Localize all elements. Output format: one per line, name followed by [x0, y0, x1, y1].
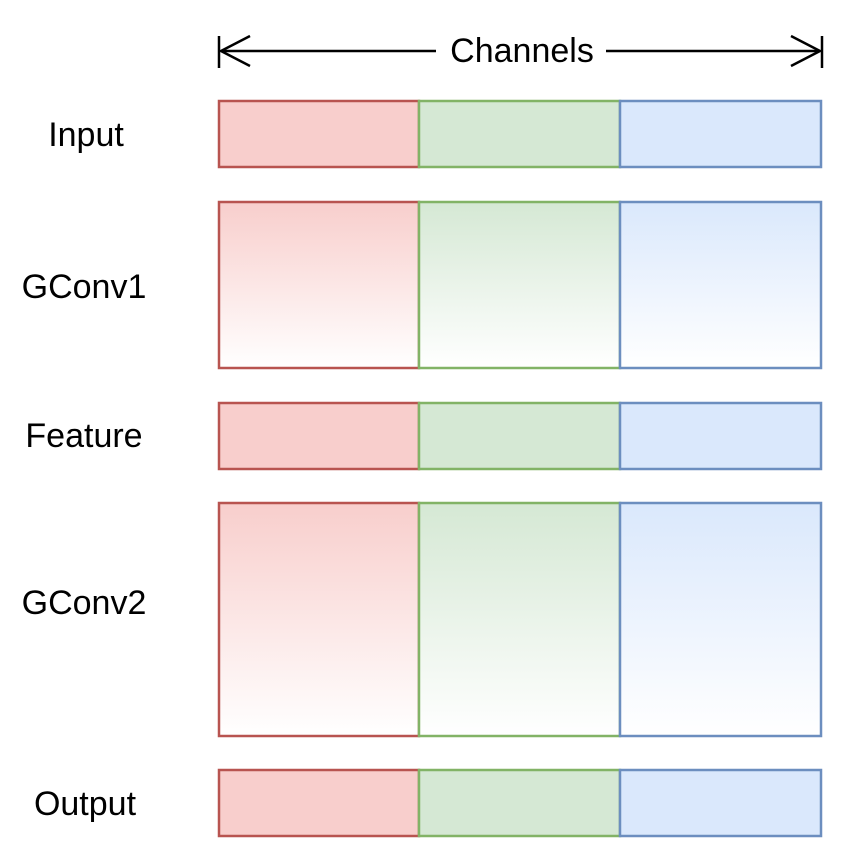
gconv1-blue-block [618, 200, 823, 370]
row-label-gconv2: GConv2 [22, 584, 147, 622]
feature-blue-block [618, 401, 823, 471]
output-blue-block [618, 768, 823, 838]
row-label-output: Output [34, 785, 137, 823]
row-feature [217, 401, 823, 471]
feature-red-block [217, 401, 421, 471]
output-green-block [417, 768, 622, 838]
input-blue-block [618, 99, 823, 169]
row-gconv2 [217, 501, 823, 738]
gconv1-red-block [217, 200, 421, 370]
row-label-feature: Feature [25, 417, 142, 455]
gconv1-green-block [417, 200, 622, 370]
arrow-head-right-icon [790, 34, 823, 68]
arrow-head-left-icon [218, 34, 251, 68]
gconv2-green-block [417, 501, 622, 738]
gconv2-red-block [217, 501, 421, 738]
output-red-block [217, 768, 421, 838]
row-label-input: Input [48, 116, 124, 154]
gconv2-blue-block [618, 501, 823, 738]
row-input [217, 99, 823, 169]
input-green-block [417, 99, 622, 169]
input-red-block [217, 99, 421, 169]
feature-green-block [417, 401, 622, 471]
row-label-gconv1: GConv1 [22, 268, 147, 306]
channels-dimension-arrow: Channels [217, 32, 824, 70]
row-output [217, 768, 823, 838]
row-gconv1 [217, 200, 823, 370]
channels-label: Channels [450, 32, 594, 70]
